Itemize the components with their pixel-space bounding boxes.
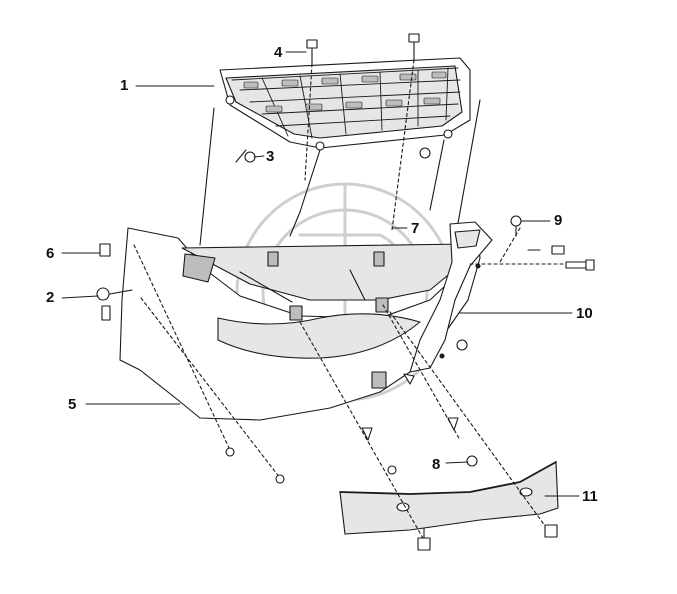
callout-11: 11 <box>582 488 598 505</box>
callout-8: 8 <box>432 456 441 473</box>
callout-leaders <box>61 51 580 497</box>
callout-3: 3 <box>266 148 275 165</box>
mounting-pegs <box>199 99 481 246</box>
fastener-leaders <box>133 227 575 541</box>
callout-4: 4 <box>274 44 283 61</box>
callout-2: 2 <box>46 289 55 306</box>
callout-7: 7 <box>411 220 420 237</box>
footrest-grid <box>219 57 471 151</box>
right-side-cover <box>409 221 493 373</box>
callout-10: 10 <box>576 305 593 322</box>
lower-body-panel <box>119 227 481 421</box>
callout-9: 9 <box>554 212 563 229</box>
hardware-pieces <box>96 215 595 551</box>
callout-1: 1 <box>120 77 129 94</box>
bolt-top-pair <box>304 33 420 231</box>
trim-strip <box>339 461 559 535</box>
callout-6: 6 <box>46 245 55 262</box>
callout-5: 5 <box>68 396 77 413</box>
